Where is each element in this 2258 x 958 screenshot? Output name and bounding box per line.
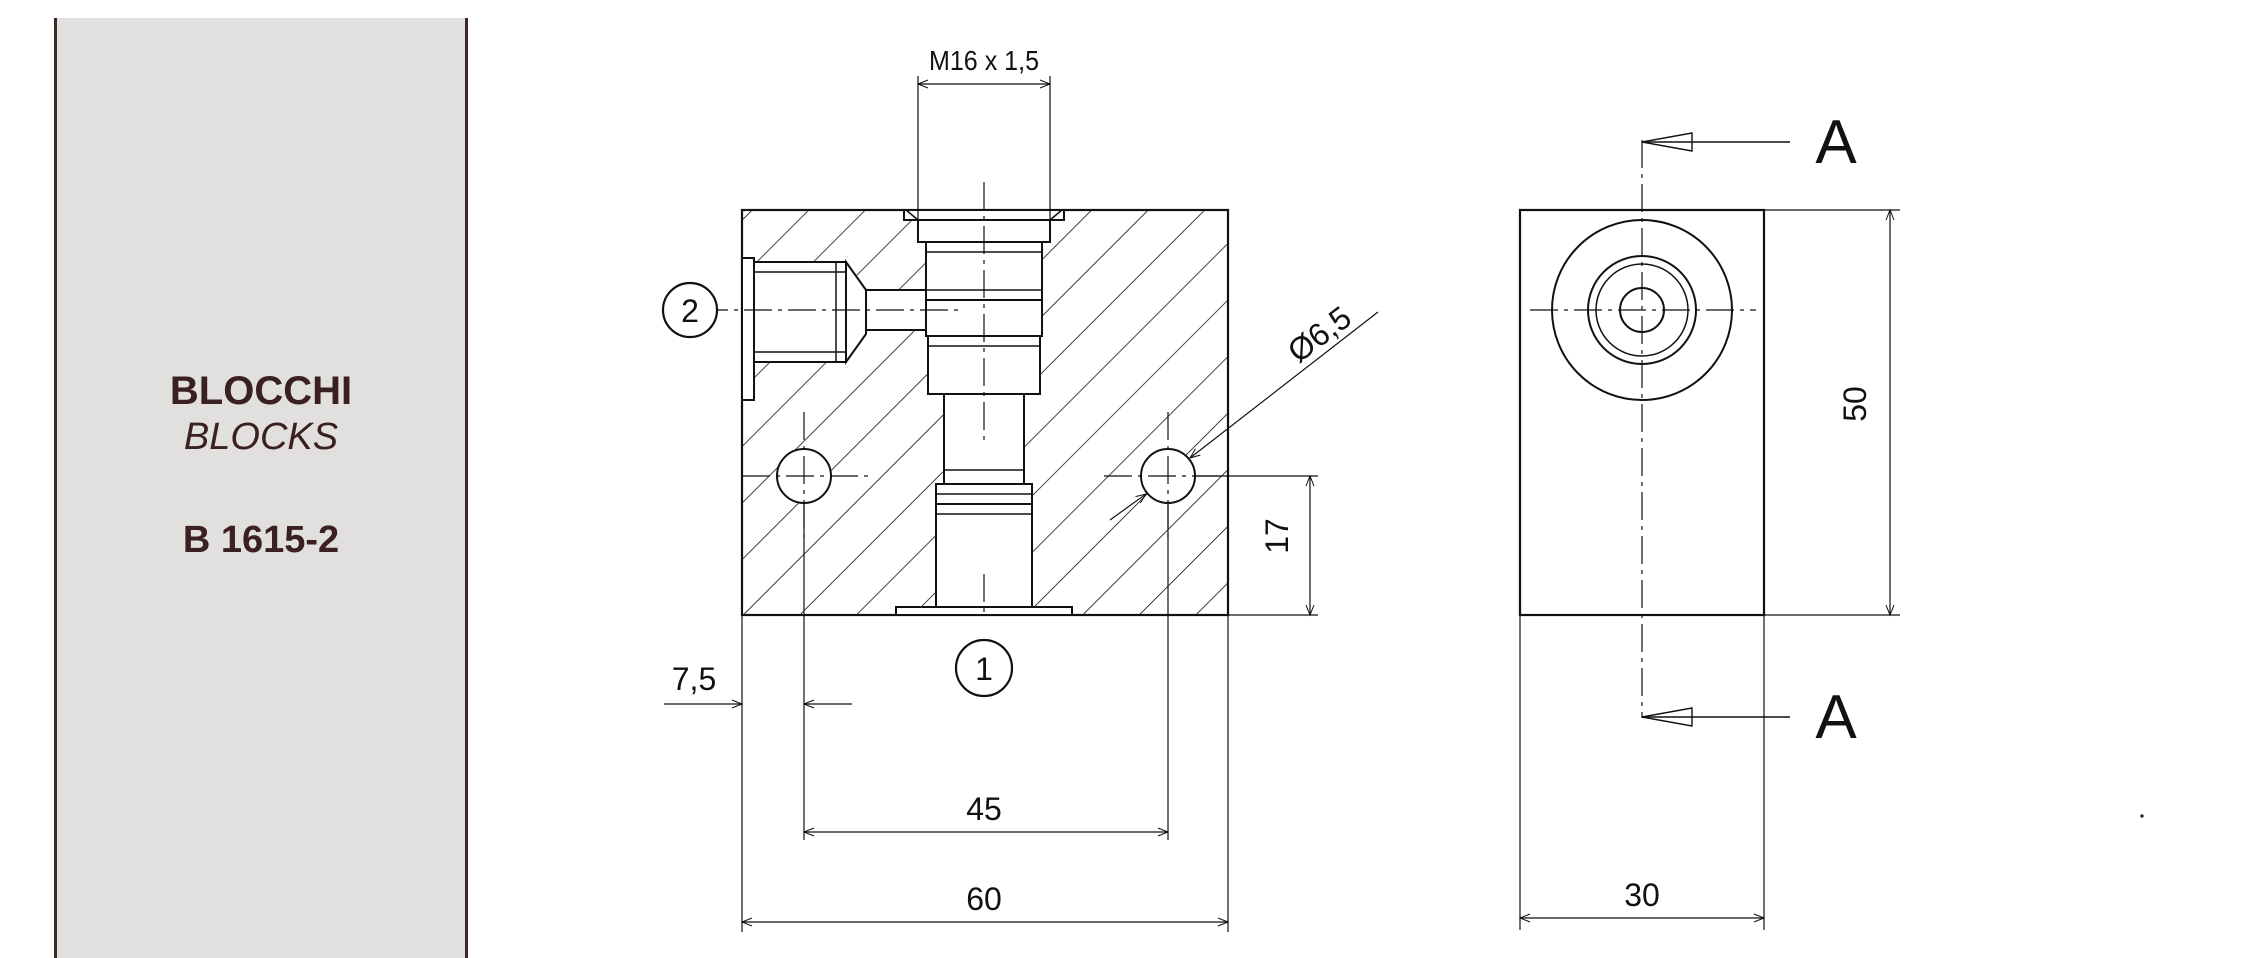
thread-label: M16 x 1,5 [929, 45, 1039, 76]
section-marker-bottom: A [1815, 683, 1857, 752]
hole-diameter-label: Ø6,5 [1281, 299, 1358, 370]
port-2-circle [661, 281, 719, 339]
port-2-label: 2 [681, 293, 699, 329]
dim-7-5: 7,5 [672, 661, 716, 697]
title-panel: BLOCCHI BLOCKS B 1615-2 [54, 18, 468, 958]
section-marker-top: A [1815, 108, 1857, 177]
dim-30: 30 [1624, 877, 1660, 913]
panel-title-english: BLOCKS [183, 416, 339, 458]
front-section-view: 2 1 M16 x 1,5 Ø6,5 17 7,5 [661, 45, 1379, 932]
dim-45: 45 [966, 791, 1002, 827]
port-1-circle [954, 638, 1014, 698]
dim-17: 17 [1259, 518, 1295, 554]
product-code: B 1615-2 [182, 519, 340, 561]
dim-50: 50 [1837, 386, 1873, 422]
panel-title-italian: BLOCCHI [169, 369, 353, 413]
dim-60: 60 [966, 881, 1002, 917]
side-port-cavity [741, 257, 927, 401]
port-1-label: 1 [975, 651, 993, 687]
side-view: A A 50 30 [1518, 108, 1900, 930]
